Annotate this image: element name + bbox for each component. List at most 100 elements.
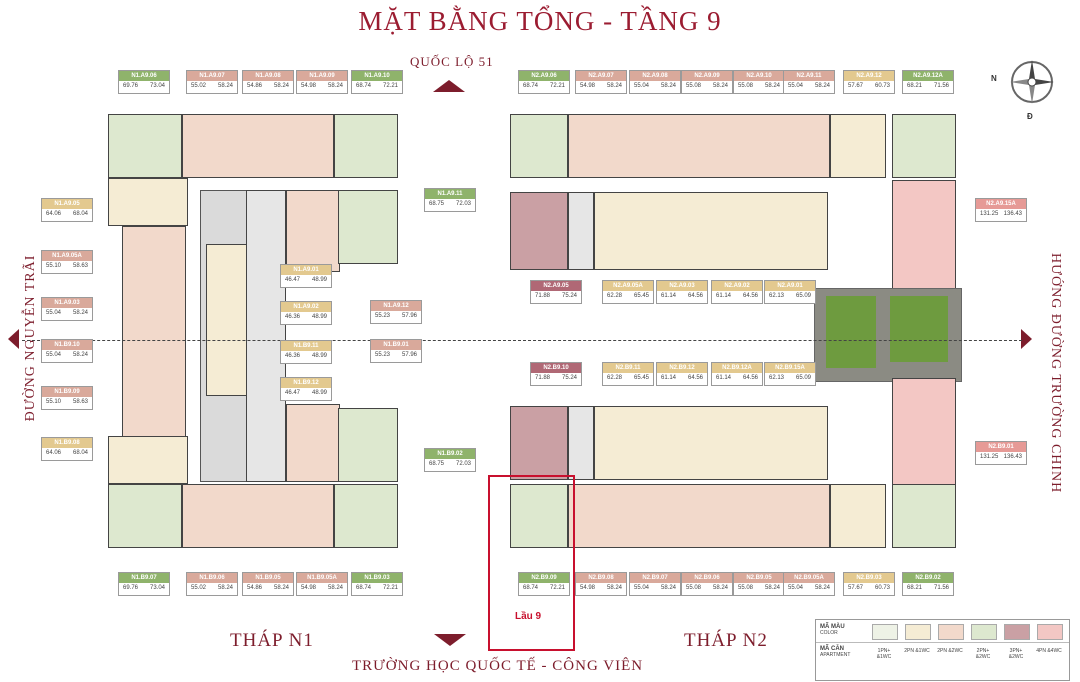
unit-plan-n1-b9-08 [108, 436, 188, 484]
legend-type-label: 3PN+ &2WC [1008, 648, 1024, 660]
legend-swatch [971, 624, 997, 640]
unit-plan-n2-a9-12 [830, 114, 886, 178]
unit-plan-n2-b9-south-row [568, 484, 830, 548]
unit-plan-n1-a9-11 [338, 190, 398, 264]
unit-plan-n2-a9-12a [892, 114, 956, 178]
legend: MÃ MÀU COLOR MÃ CĂN APARTMENT 1PN+ &1WC … [815, 619, 1070, 681]
compass-n-label: N [991, 74, 997, 83]
south-arrow [434, 634, 466, 646]
road-label-east: HƯỚNG ĐƯỜNG TRƯỜNG CHINH [1048, 253, 1063, 494]
legend-type-label: 4PN &4WC [1036, 648, 1062, 654]
unit-plan-n2-a9-north-row [568, 114, 830, 178]
legend-type-label: 2PN &1WC [904, 648, 930, 654]
unit-plan-n2-b9-03 [830, 484, 886, 548]
unit-plan-n1-b9-02 [338, 408, 398, 482]
unit-plan-n2-a9-south-row [594, 192, 828, 270]
courtyard-lawn-west [826, 296, 876, 368]
unit-plan-n2-a9-15a [892, 180, 956, 292]
plan-title: MẶT BẰNG TỔNG - TẦNG 9 [358, 6, 722, 36]
unit-plan-n1-a9-07-09 [182, 114, 334, 178]
road-label-north: QUỐC LỘ 51 [410, 54, 494, 69]
unit-plan-n1-a9-10 [334, 114, 398, 178]
unit-plan-n1-b9-07 [108, 484, 182, 548]
unit-plan-n1-a9-05 [108, 178, 188, 226]
unit-plan-n1-west-column [122, 226, 186, 440]
floor-label: Lầu 9 [515, 611, 542, 622]
compass-icon [1010, 60, 1054, 104]
tower-n2-stair-south [568, 406, 594, 480]
west-arrow [8, 329, 19, 349]
east-arrow [1021, 329, 1032, 349]
compass-d-label: Đ [1027, 112, 1033, 121]
road-label-west: ĐƯỜNG NGUYỄN TRÃI [23, 254, 38, 422]
unit-plan-n1-b9-06-05a [182, 484, 334, 548]
legend-swatch [872, 624, 898, 640]
unit-plan-n1-b9-01 [286, 404, 340, 482]
highlight-box [488, 475, 575, 651]
unit-plan-n2-a9-06 [510, 114, 568, 178]
legend-swatch [938, 624, 964, 640]
north-arrow [433, 80, 465, 92]
road-label-south: TRƯỜNG HỌC QUỐC TẾ - CÔNG VIÊN [352, 658, 644, 674]
unit-plan-n2-b9-north-row [594, 406, 828, 480]
legend-swatch [1037, 624, 1063, 640]
unit-plan-n1-b9-03 [334, 484, 398, 548]
unit-plan-n2-b9-10 [510, 406, 568, 480]
legend-code-heading: MÃ CĂN APARTMENT [820, 646, 851, 658]
legend-swatch [1004, 624, 1030, 640]
unit-plan-n1-a9-06 [108, 114, 182, 178]
